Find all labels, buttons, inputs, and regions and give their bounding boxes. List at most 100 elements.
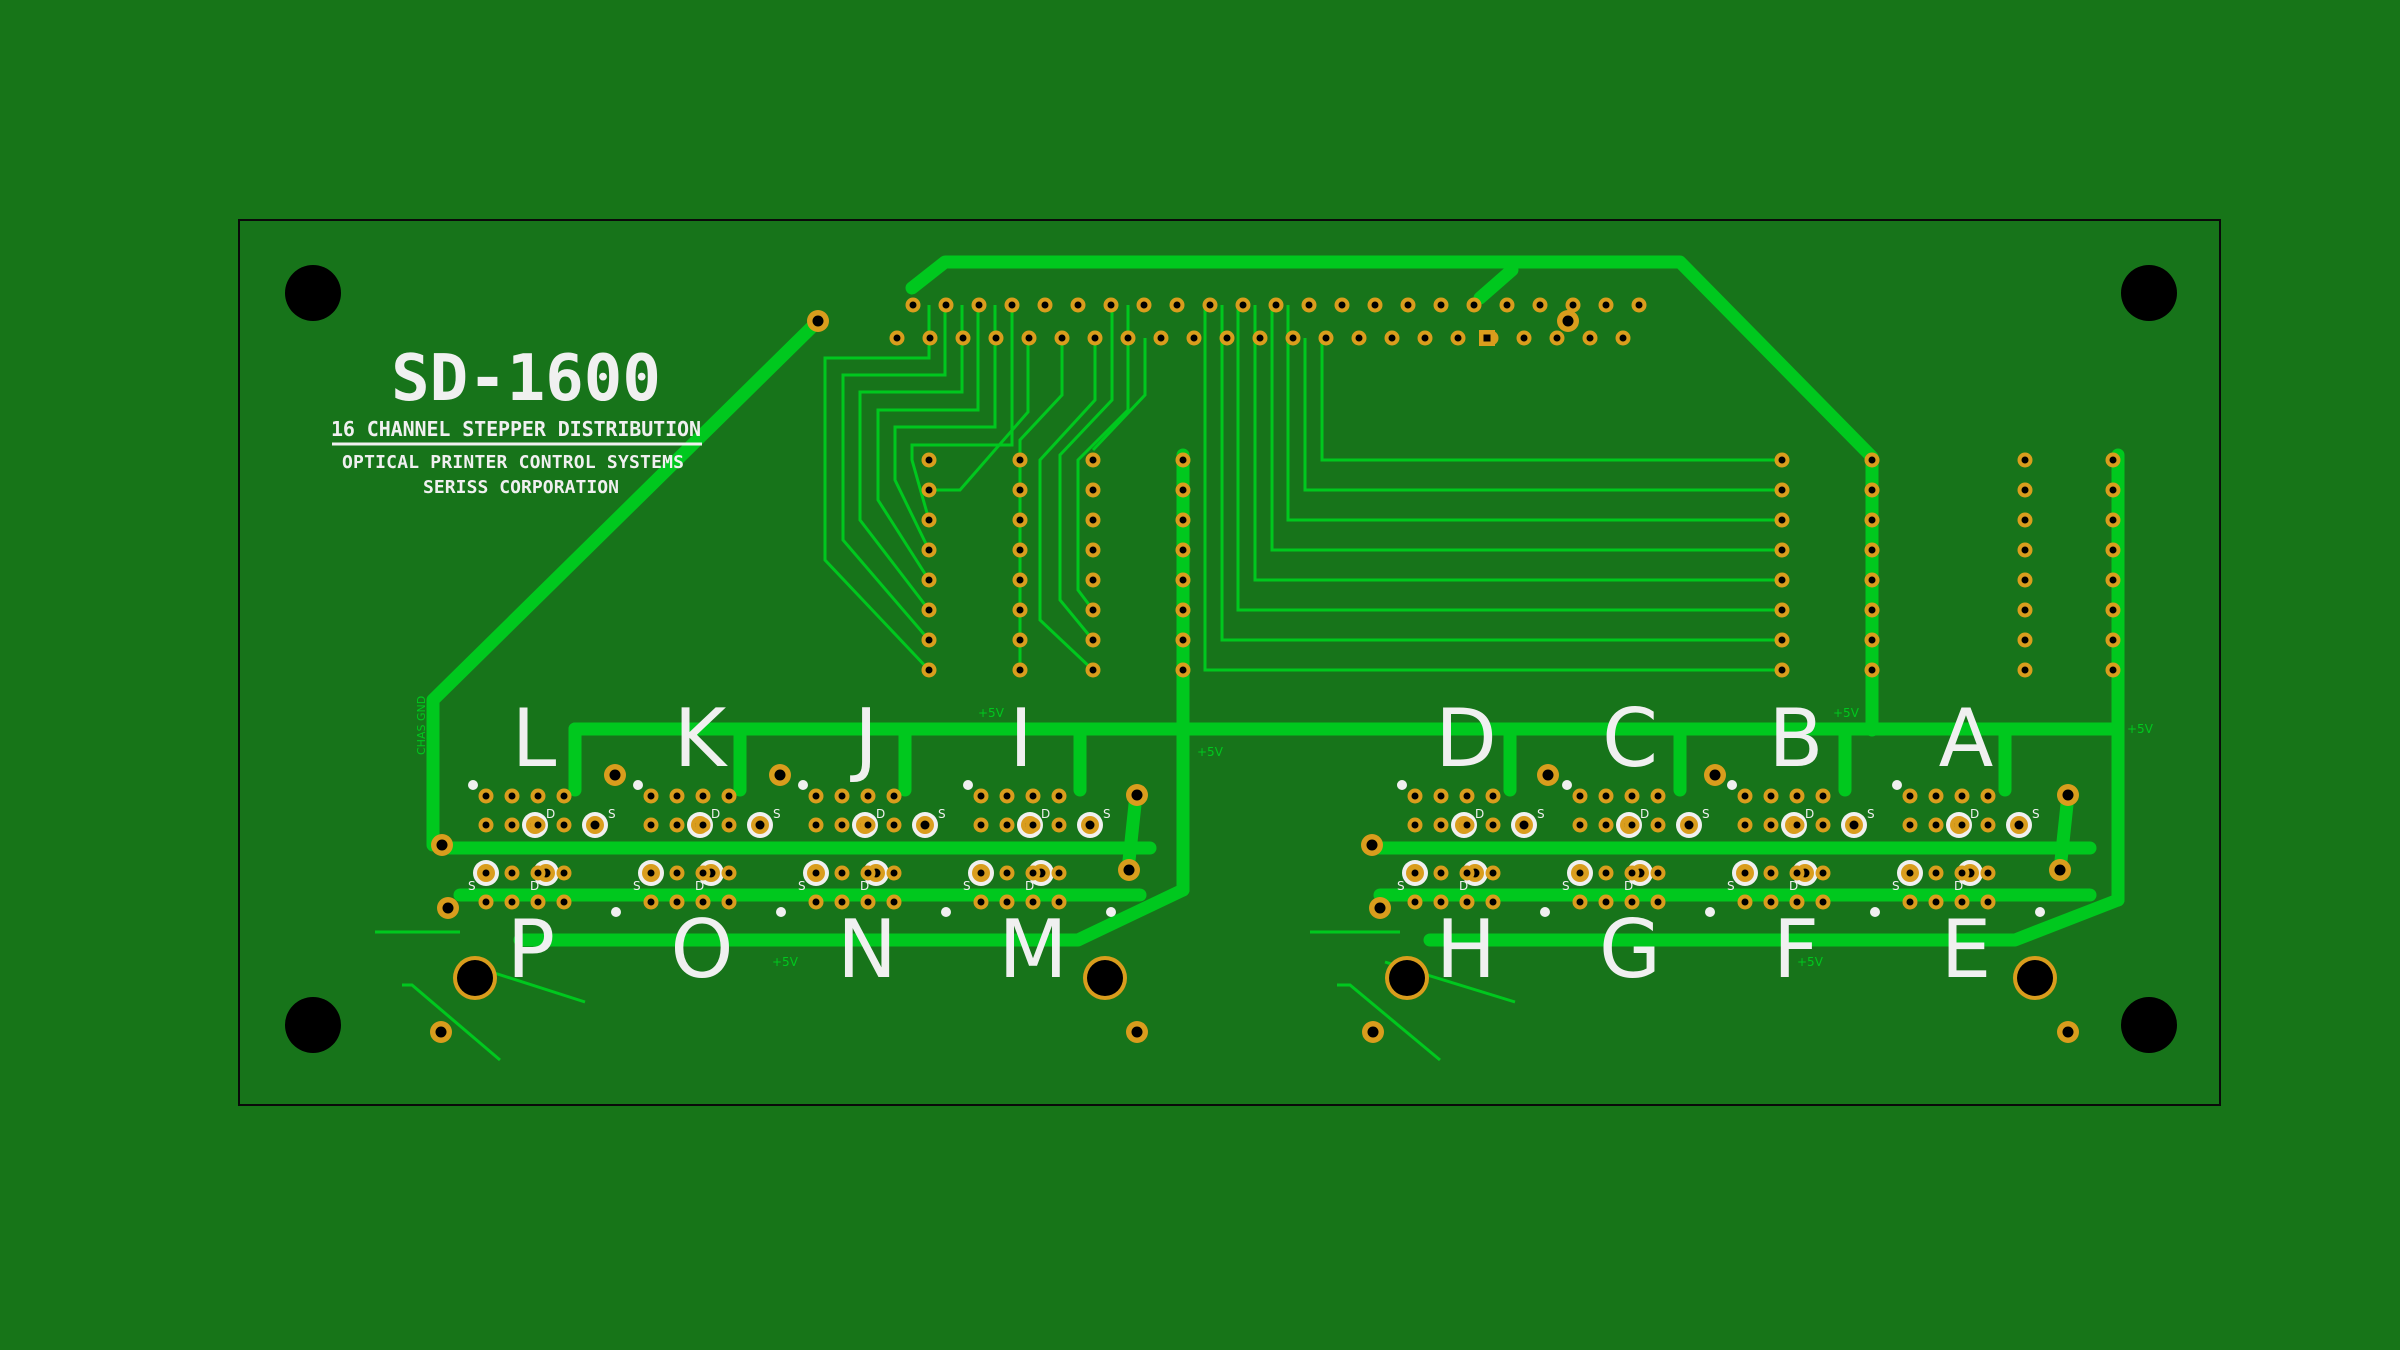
mounting-hole	[1389, 960, 1425, 996]
via	[437, 897, 459, 919]
header-pin	[1615, 330, 1631, 346]
driver-pad	[1763, 788, 1779, 804]
header-pin	[1450, 330, 1466, 346]
board-line3: SERISS CORPORATION	[423, 477, 619, 498]
channel-label: L	[512, 692, 557, 785]
driver-pad	[643, 865, 659, 881]
header-pin	[1318, 330, 1334, 346]
header-pin	[1085, 452, 1101, 468]
header-pin	[1301, 297, 1317, 313]
channel-label: O	[671, 903, 734, 996]
power-label: +5V	[1797, 955, 1824, 969]
driver-pad	[695, 788, 711, 804]
driver-pad	[478, 865, 494, 881]
header-pin	[1774, 632, 1790, 648]
header-pin	[1774, 482, 1790, 498]
driver-pad	[530, 817, 546, 833]
source-label: S	[1702, 807, 1710, 821]
driver-pad	[1737, 817, 1753, 833]
header-pin	[2105, 662, 2121, 678]
via	[604, 764, 626, 786]
header-pin	[1252, 330, 1268, 346]
via	[1126, 1021, 1148, 1043]
driver-pad	[1051, 865, 1067, 881]
driver-pad	[1650, 788, 1666, 804]
drain-label: D	[1475, 807, 1484, 821]
header-pin	[1169, 297, 1185, 313]
driver-pad	[556, 817, 572, 833]
driver-pad	[721, 788, 737, 804]
driver-pad	[1928, 817, 1944, 833]
header-pin	[1037, 297, 1053, 313]
via	[2057, 784, 2079, 806]
driver-pad	[1902, 894, 1918, 910]
via	[431, 834, 453, 856]
driver-pad	[999, 788, 1015, 804]
driver-pad	[1763, 817, 1779, 833]
via	[807, 310, 829, 332]
power-label: +5V	[978, 706, 1005, 720]
header-pin	[2105, 452, 2121, 468]
driver-pad	[999, 865, 1015, 881]
channel-label: B	[1769, 692, 1824, 785]
drain-label: D	[1640, 807, 1649, 821]
driver-pad	[1572, 788, 1588, 804]
driver-pad	[1928, 865, 1944, 881]
header-pin	[2017, 662, 2033, 678]
driver-pad	[1624, 788, 1640, 804]
power-label: +5V	[2127, 722, 2154, 736]
power-label: +5V	[1833, 706, 1860, 720]
source-label: S	[773, 807, 781, 821]
driver-pad	[504, 788, 520, 804]
header-pin	[2017, 482, 2033, 498]
driver-pad	[1676, 812, 1702, 838]
channel-labels-top: L K J I D C B A	[512, 692, 1994, 785]
driver-pad	[886, 865, 902, 881]
pin1-dot	[1727, 780, 1737, 790]
driver-pad	[1763, 865, 1779, 881]
pin1-dot	[633, 780, 643, 790]
header-pin	[2105, 482, 2121, 498]
header-pin	[1864, 482, 1880, 498]
channel-label: G	[1599, 903, 1661, 996]
header-pin	[1175, 482, 1191, 498]
source-label: S	[938, 807, 946, 821]
via	[1704, 764, 1726, 786]
driver-pad	[1459, 788, 1475, 804]
drain-label: D	[1954, 879, 1963, 893]
driver-pad	[556, 894, 572, 910]
header-pin	[971, 297, 987, 313]
driver-pad	[504, 865, 520, 881]
via	[1118, 859, 1140, 881]
header-pin	[1175, 512, 1191, 528]
driver-pad	[973, 817, 989, 833]
pin1-dot	[798, 780, 808, 790]
header-pin	[1417, 330, 1433, 346]
header-pin	[1175, 452, 1191, 468]
header-pin	[1175, 602, 1191, 618]
header-pin	[1864, 572, 1880, 588]
driver-pad	[1789, 817, 1805, 833]
header-pin	[1268, 297, 1284, 313]
driver-pad	[1737, 865, 1753, 881]
driver-pad	[1902, 865, 1918, 881]
header-pin	[1012, 512, 1028, 528]
header-pin	[1864, 512, 1880, 528]
header-pin	[1400, 297, 1416, 313]
pin1-dot	[1397, 780, 1407, 790]
header-pin	[1175, 632, 1191, 648]
header-pin	[1384, 330, 1400, 346]
header-pin	[1054, 330, 1070, 346]
header-pin	[1103, 297, 1119, 313]
via	[769, 764, 791, 786]
driver-pad	[504, 817, 520, 833]
header-pin	[921, 542, 937, 558]
driver-pad	[478, 788, 494, 804]
channel-label: D	[1435, 692, 1497, 785]
drain-label: D	[1805, 807, 1814, 821]
header-pin	[1021, 330, 1037, 346]
header-pin	[1774, 572, 1790, 588]
driver-pad	[1902, 788, 1918, 804]
chassis-ground-label: CHAS GND	[415, 696, 428, 755]
header-pin	[1085, 602, 1101, 618]
